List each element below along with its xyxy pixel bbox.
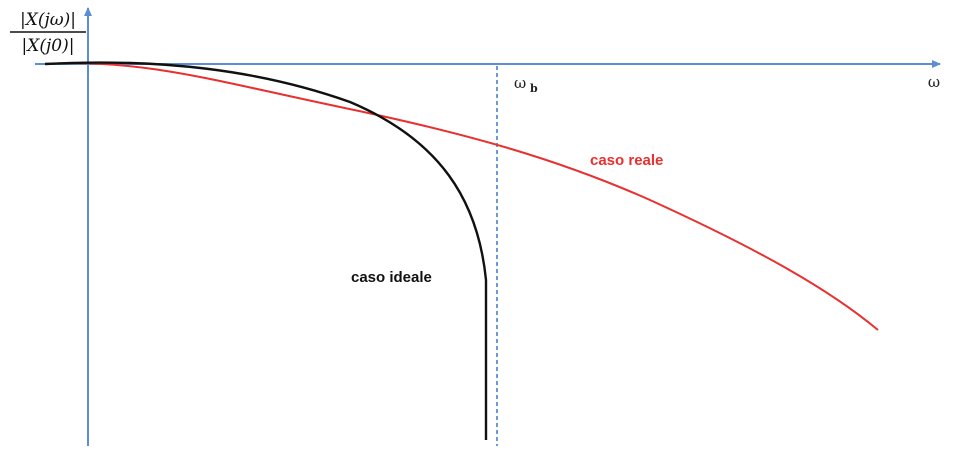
y-axis-label: |X(jω)| |X(j0)| <box>10 10 86 56</box>
x-axis-label: ω <box>928 73 940 91</box>
cutoff-label: ω b <box>514 74 538 95</box>
real-case-curve <box>44 62 879 331</box>
cutoff-subscript: b <box>530 82 538 95</box>
ideal-case-label: caso ideale <box>351 269 432 286</box>
y-label-denominator: |X(j0)| <box>22 36 75 56</box>
ideal-case-curve <box>44 61 488 440</box>
cutoff-symbol: ω <box>514 74 526 92</box>
real-case-label: caso reale <box>590 152 663 169</box>
y-label-numerator: |X(jω)| <box>20 10 76 30</box>
